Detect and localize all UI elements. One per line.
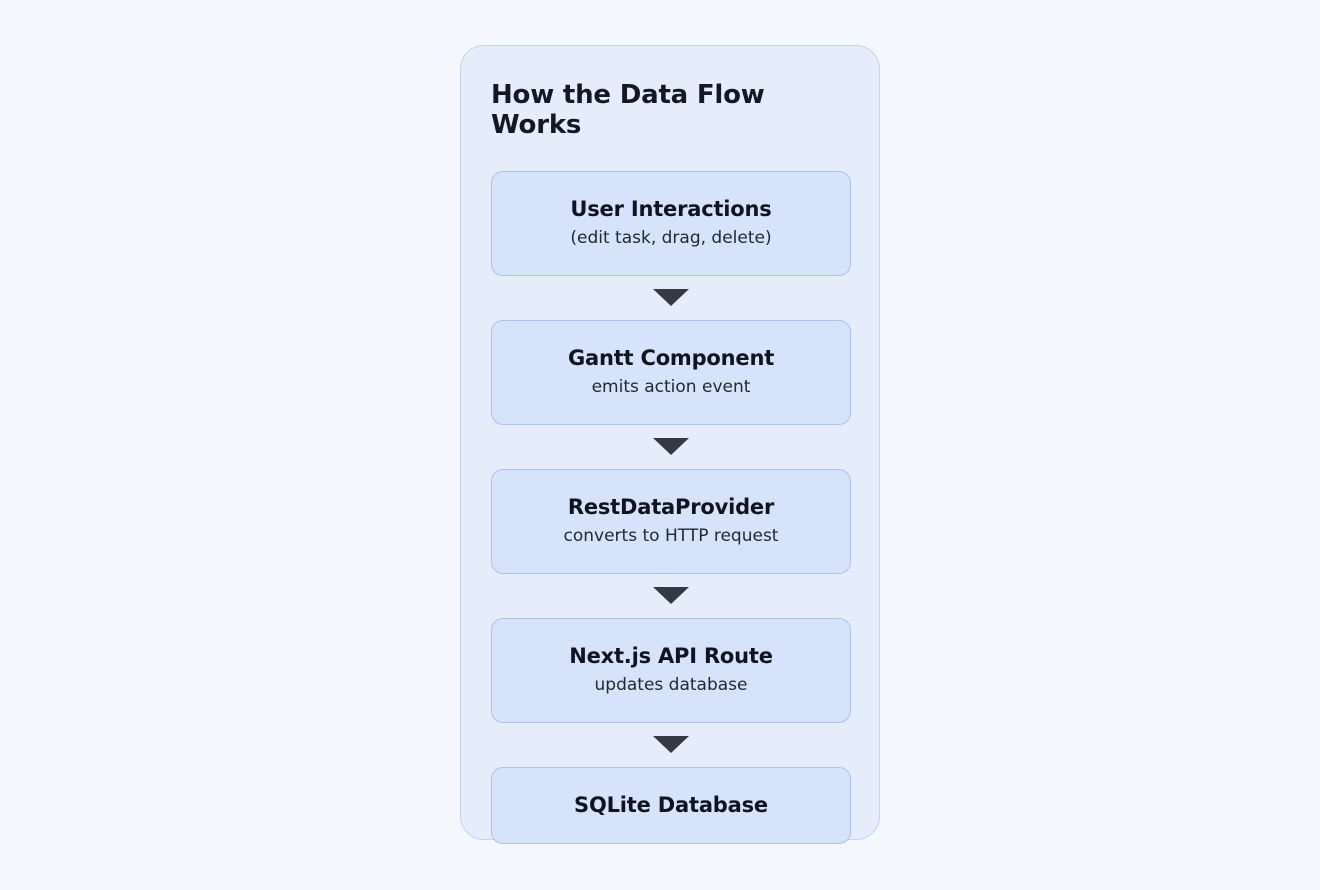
flow-step-user-interactions: User Interactions (edit task, drag, dele… (491, 171, 851, 276)
arrow-gap (491, 425, 851, 469)
step-subtitle: converts to HTTP request (563, 526, 779, 547)
arrow-gap (491, 276, 851, 320)
arrow-down-icon (653, 438, 689, 456)
step-title: Gantt Component (567, 345, 775, 370)
arrow-down-icon (653, 289, 689, 307)
arrow-gap (491, 723, 851, 767)
arrow-gap (491, 574, 851, 618)
step-title: SQLite Database (574, 792, 768, 817)
flow-diagram: User Interactions (edit task, drag, dele… (491, 171, 851, 845)
flow-step-nextjs-api-route: Next.js API Route updates database (491, 617, 851, 723)
step-title: RestDataProvider (567, 494, 775, 519)
step-title: Next.js API Route (569, 643, 773, 668)
panel-title: How the Data Flow Works (491, 80, 765, 140)
step-subtitle: (edit task, drag, delete) (570, 228, 772, 249)
flow-step-sqlite-database: SQLite Database (491, 766, 851, 845)
step-subtitle: updates database (594, 675, 748, 696)
flow-step-restdataprovider: RestDataProvider converts to HTTP reques… (491, 468, 851, 574)
arrow-down-icon (653, 736, 689, 754)
flow-step-gantt-component: Gantt Component emits action event (491, 319, 851, 425)
step-title: User Interactions (570, 197, 772, 221)
data-flow-panel: How the Data Flow Works User Interaction… (460, 45, 880, 845)
step-subtitle: emits action event (591, 377, 751, 398)
arrow-down-icon (653, 587, 689, 605)
